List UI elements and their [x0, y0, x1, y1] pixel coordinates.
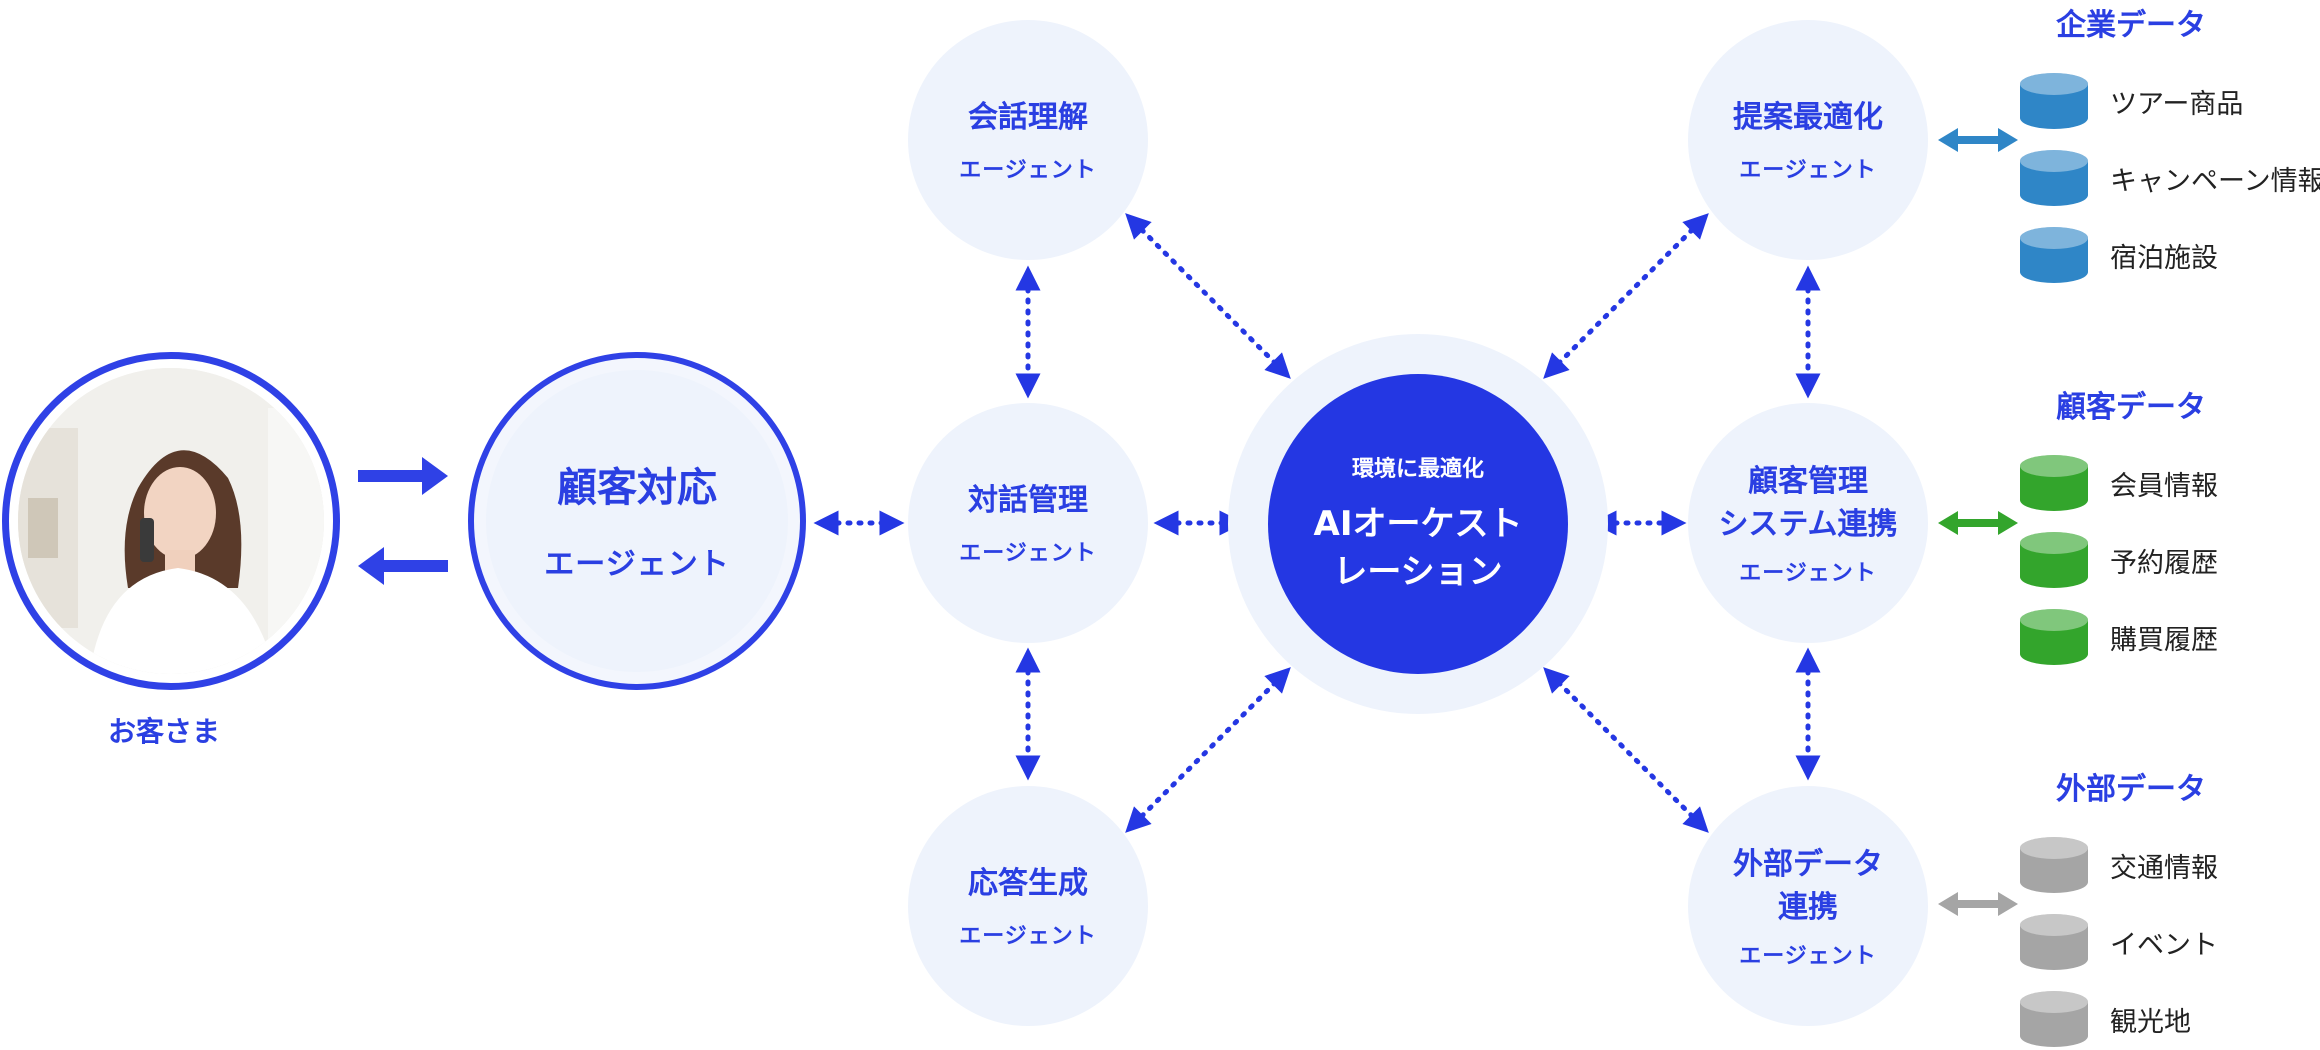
agent-title-line2: 連携	[1778, 890, 1838, 925]
database-icon	[2020, 227, 2088, 283]
database-icon	[2020, 914, 2088, 970]
agent-subtitle: エージェント	[1739, 560, 1877, 586]
ai-orchestration-core: 環境に最適化 AIオーケスト レーション	[1268, 374, 1568, 674]
agent-subtitle: エージェント	[1739, 943, 1877, 969]
link-understanding-center	[1125, 213, 1291, 379]
data-group-title: 外部データ	[2056, 772, 2206, 807]
agent-response-generation: 応答生成 エージェント	[908, 786, 1148, 1026]
agent-subtitle: エージェント	[1739, 157, 1877, 183]
data-source-label: キャンペーン情報	[2110, 166, 2320, 197]
customer-avatar	[2, 352, 340, 690]
agent-title-line1: 顧客管理	[1748, 463, 1868, 499]
data-source-label: 予約履歴	[2110, 548, 2218, 579]
database-icon	[2020, 837, 2088, 893]
data-group-title: 企業データ	[2056, 8, 2206, 43]
database-icon	[2020, 609, 2088, 665]
center-title-line2: レーション	[1333, 552, 1503, 592]
agent-conversation-understanding: 会話理解 エージェント	[908, 20, 1148, 260]
customer-arrows	[358, 457, 448, 585]
center-title-line1: AIオーケスト	[1313, 504, 1523, 545]
agent-subtitle: エージェント	[959, 923, 1097, 949]
data-arrow-company	[1938, 128, 2018, 152]
agent-title: 会話理解	[968, 100, 1088, 136]
agent-crm-integration: 顧客管理 システム連携 エージェント	[1688, 403, 1928, 643]
database-icon	[2020, 150, 2088, 206]
data-source-label: 交通情報	[2110, 853, 2218, 884]
database-icon	[2020, 73, 2088, 129]
agent-subtitle: エージェント	[959, 540, 1097, 566]
link-response-center	[1125, 667, 1291, 833]
agent-title: 対話管理	[968, 483, 1088, 519]
agent-title: 提案最適化	[1733, 100, 1883, 136]
link-external-center	[1543, 667, 1709, 833]
agent-external-data-integration: 外部データ 連携 エージェント	[1688, 786, 1928, 1026]
link-proposal-center	[1543, 213, 1709, 379]
database-icon	[2020, 455, 2088, 511]
agent-title-line2: システム連携	[1718, 507, 1898, 542]
data-source-label: 観光地	[2110, 1007, 2191, 1038]
center-small-label: 環境に最適化	[1351, 457, 1484, 483]
data-source-label: 購買履歴	[2110, 625, 2218, 656]
database-icon	[2020, 532, 2088, 588]
data-arrow-external	[1938, 892, 2018, 916]
customer-agent-title: 顧客対応	[557, 465, 717, 511]
agent-subtitle: エージェント	[959, 157, 1097, 183]
customer-label: お客さま	[108, 715, 221, 748]
agent-title-line1: 外部データ	[1733, 846, 1883, 882]
data-source-label: イベント	[2110, 930, 2218, 961]
data-source-label: ツアー商品	[2110, 89, 2244, 120]
data-source-label: 会員情報	[2110, 471, 2218, 502]
data-source-label: 宿泊施設	[2110, 243, 2218, 274]
agent-proposal-optimization: 提案最適化 エージェント	[1688, 20, 1928, 260]
database-icon	[2020, 991, 2088, 1047]
data-group-title: 顧客データ	[2056, 390, 2206, 425]
data-arrow-customer	[1938, 511, 2018, 535]
agent-title: 応答生成	[968, 866, 1088, 902]
customer-support-agent: 顧客対応 エージェント	[468, 352, 806, 690]
customer-agent-subtitle: エージェント	[544, 547, 730, 582]
agent-dialog-management: 対話管理 エージェント	[908, 403, 1148, 643]
customer-photo	[18, 368, 324, 674]
